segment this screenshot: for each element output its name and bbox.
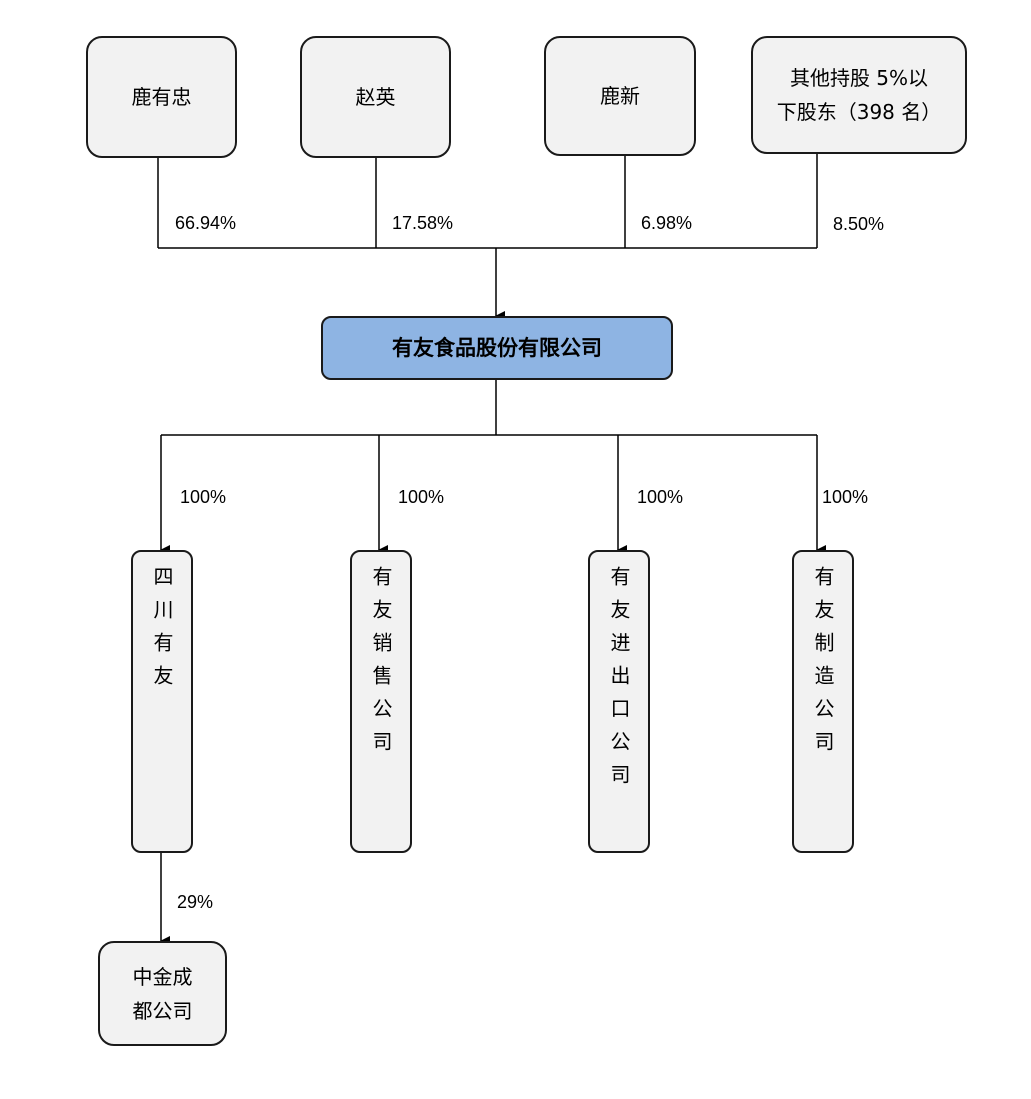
subsidiary-name: 有友制造公司 [811, 566, 835, 764]
subsidiary-name: 有友进出口公司 [607, 566, 631, 797]
subsidiary-pct-3: 100% [637, 487, 684, 507]
shareholder-box-2: 赵英 [300, 36, 451, 158]
shareholder-box-1: 鹿有忠 [86, 36, 237, 158]
shareholder-name: 鹿有忠 [131, 85, 192, 109]
subsidiary-pct-2: 100% [398, 487, 445, 507]
company-name: 有友食品股份有限公司 [392, 336, 602, 360]
subsidiary-box-4: 有友制造公司 [792, 550, 854, 853]
shareholder-box-4: 其他持股 5%以 下股东（398 名） [751, 36, 967, 154]
subsidiary-pct-1: 100% [180, 487, 227, 507]
subsidiary-box-1: 四川有友 [131, 550, 193, 853]
shareholder-name: 其他持股 5%以 下股东（398 名） [776, 66, 942, 124]
shareholder-pct-3: 6.98% [641, 213, 693, 233]
shareholder-name: 赵英 [355, 85, 396, 109]
subsidiary-box-3: 有友进出口公司 [588, 550, 650, 853]
affiliate-box: 中金成 都公司 [98, 941, 227, 1046]
subsidiary-pct-4: 100% [822, 487, 869, 507]
shareholder-name: 鹿新 [600, 84, 640, 108]
shareholder-pct-2: 17.58% [392, 213, 454, 233]
subsidiary-box-2: 有友销售公司 [350, 550, 412, 853]
subsidiary-name: 四川有友 [150, 566, 174, 698]
affiliate-name: 中金成 都公司 [132, 964, 193, 1023]
shareholder-pct-4: 8.50% [833, 214, 885, 234]
subsidiary-name: 有友销售公司 [369, 566, 393, 764]
shareholder-pct-1: 66.94% [175, 213, 237, 233]
company-box: 有友食品股份有限公司 [321, 316, 673, 380]
shareholder-box-3: 鹿新 [544, 36, 696, 156]
affiliate-pct: 29% [177, 892, 214, 912]
